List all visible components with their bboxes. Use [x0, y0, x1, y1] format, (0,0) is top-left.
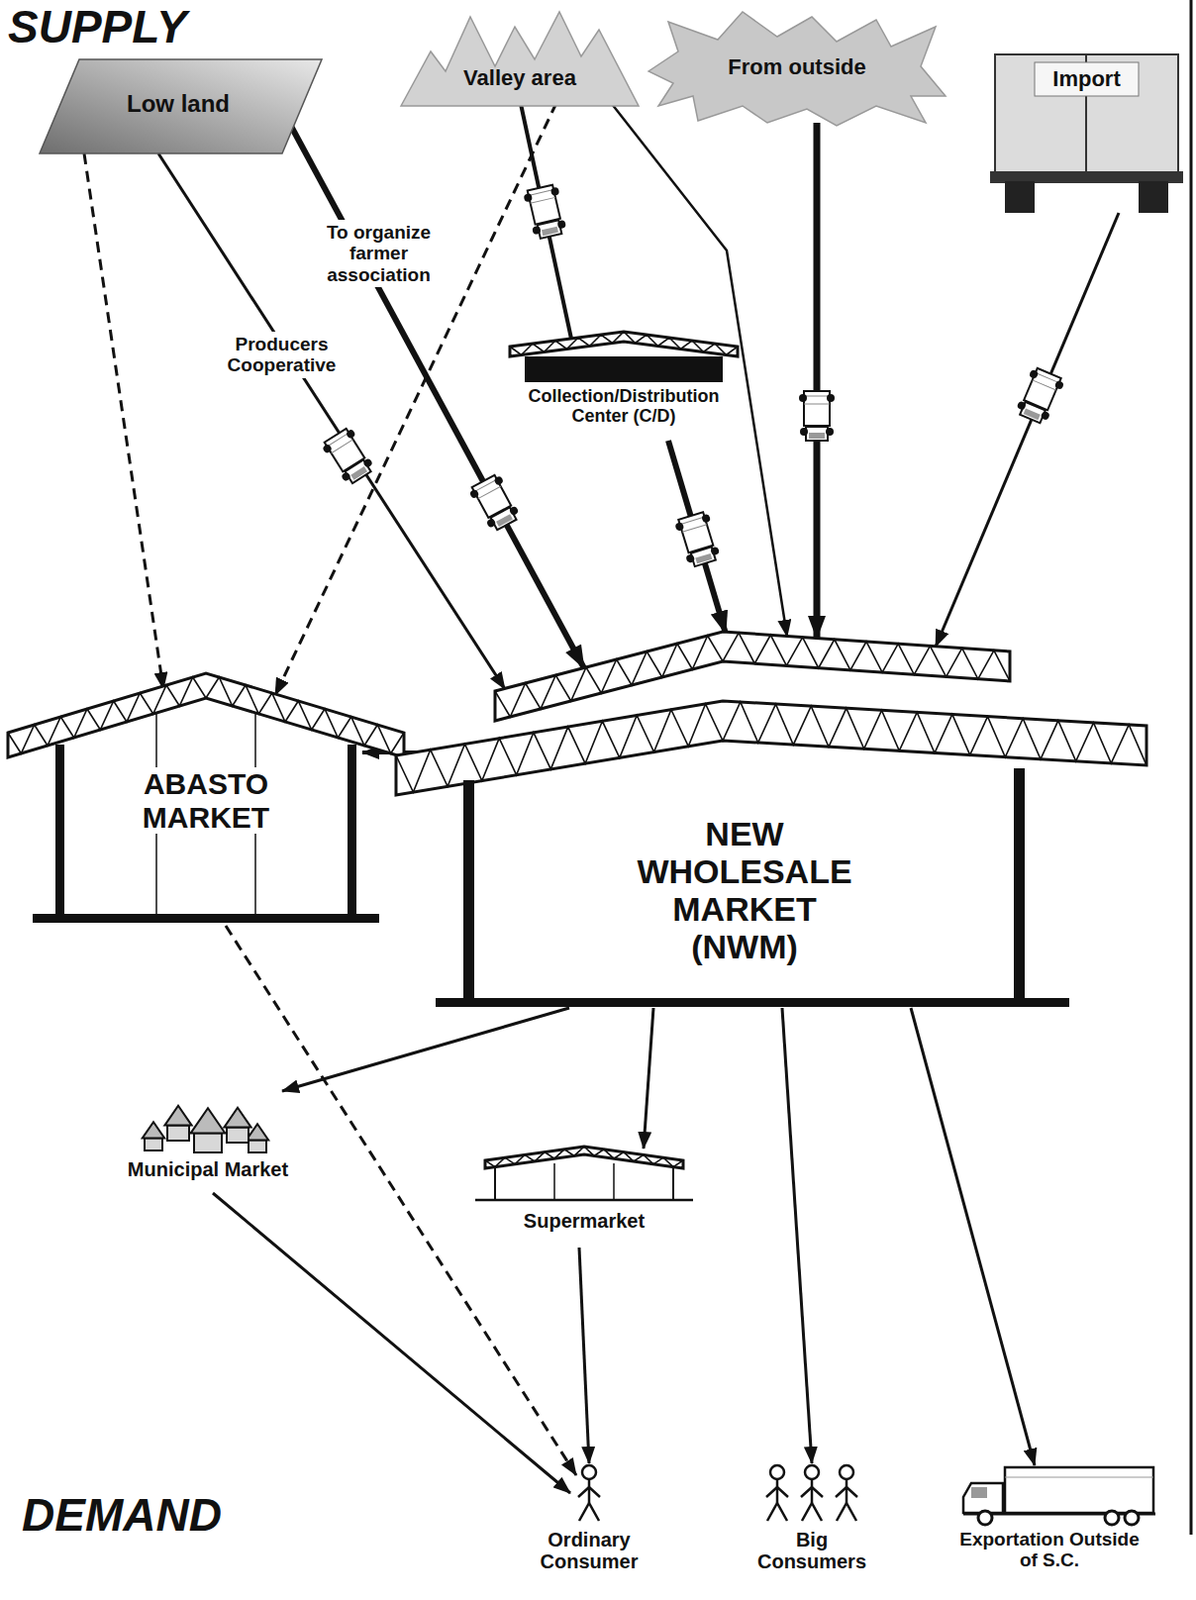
frame-line — [1190, 0, 1194, 1535]
export-truck: Exportation Outside of S.C. — [925, 1463, 1174, 1576]
dashed-flow-arrow — [275, 102, 557, 696]
flow-arrow — [579, 1247, 590, 1464]
node-label: Import — [1034, 67, 1139, 93]
consumer-group: Big Consumers — [732, 1463, 892, 1578]
node-label: From outside — [697, 55, 897, 81]
import-truck: Import — [990, 54, 1184, 213]
truck-icon — [1013, 366, 1067, 426]
flow-arrow — [212, 1193, 571, 1494]
node-label: Valley area — [430, 66, 609, 92]
flow-arrow — [668, 440, 726, 634]
flow-arrow — [910, 1007, 1035, 1466]
node-label: Ordinary Consumer — [534, 1528, 644, 1574]
node-label: ABASTO MARKET — [116, 767, 296, 834]
node-shape — [400, 11, 639, 111]
node-label: Exportation Outside of S.C. — [955, 1528, 1144, 1572]
flow-arrow — [782, 1007, 812, 1464]
outside-source: From outside — [648, 11, 946, 126]
node-label: Low land — [79, 91, 278, 118]
flow-arrow — [935, 212, 1119, 647]
edge-label: To organize farmer association — [316, 219, 441, 288]
node-label: Big Consumers — [747, 1528, 877, 1574]
abasto-market: ABASTO MARKET — [7, 673, 404, 926]
lowland-source: Low land — [39, 59, 322, 154]
wholesale-market: NEW WHOLESALE MARKET (NWM) — [396, 631, 1147, 1008]
node-label: NEW WHOLESALE MARKET (NWM) — [620, 814, 869, 966]
collection-center: Collection/Distribution Center (C/D) — [499, 316, 748, 441]
consumer-figure: Ordinary Consumer — [514, 1463, 664, 1578]
flow-arrow — [813, 122, 821, 639]
truck-icon — [467, 472, 522, 533]
truck-icon — [522, 184, 569, 241]
node-label: Supermarket — [467, 1209, 701, 1232]
flow-arrow — [520, 103, 572, 339]
edge-label: Producers Cooperative — [219, 331, 344, 379]
supermarket: Supermarket — [465, 1138, 703, 1248]
truck-icon — [319, 425, 377, 487]
section-heading: DEMAND — [21, 1490, 222, 1542]
flow-arrow — [282, 1007, 570, 1092]
truck-icon — [798, 391, 835, 441]
valley-source: Valley area — [400, 11, 639, 111]
section-heading: SUPPLY — [7, 1, 188, 54]
truck-icon — [673, 510, 722, 569]
node-label: Collection/Distribution Center (C/D) — [500, 386, 747, 426]
dashed-flow-arrow — [84, 153, 164, 690]
municipal-market: Municipal Market — [94, 1079, 322, 1194]
flow-arrow — [643, 1007, 654, 1149]
node-label: Municipal Market — [96, 1158, 320, 1181]
